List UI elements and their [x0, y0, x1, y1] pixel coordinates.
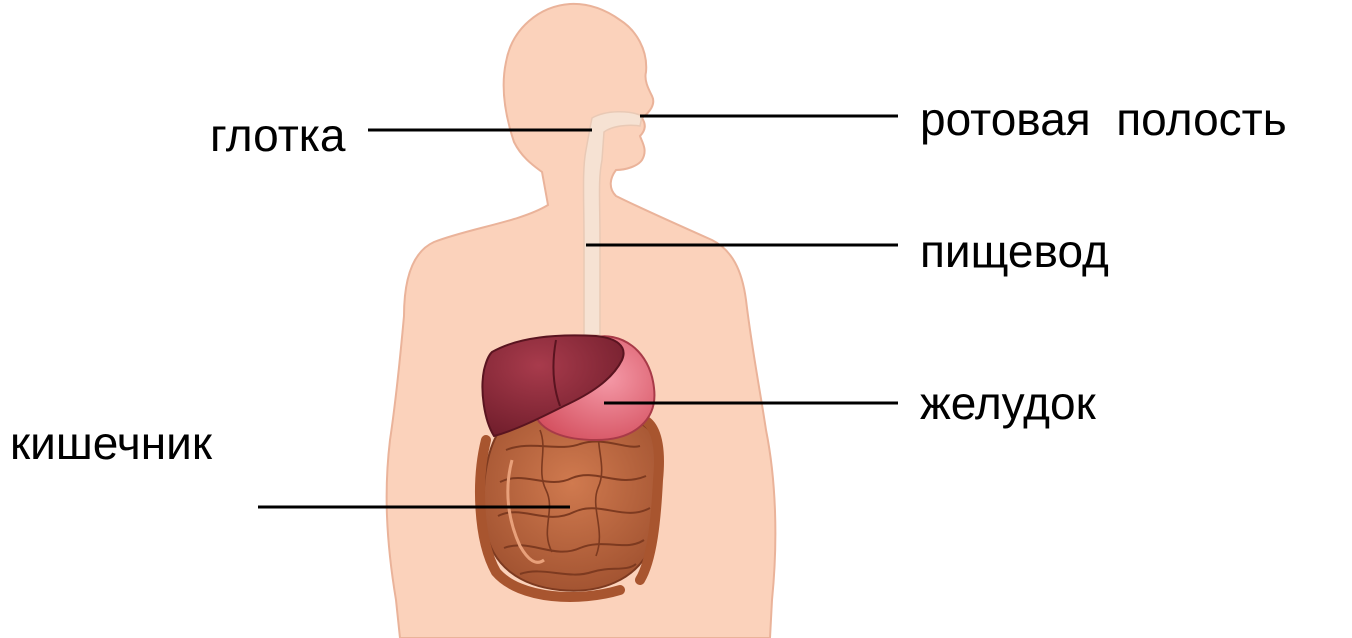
- label-esophagus: пищевод: [920, 228, 1109, 274]
- label-pharynx: глотка: [210, 112, 345, 158]
- label-intestine: кишечник: [10, 420, 212, 466]
- label-oral-cavity: ротовая полость: [920, 96, 1287, 142]
- intestine-shape: [480, 412, 660, 597]
- label-stomach: желудок: [920, 380, 1096, 426]
